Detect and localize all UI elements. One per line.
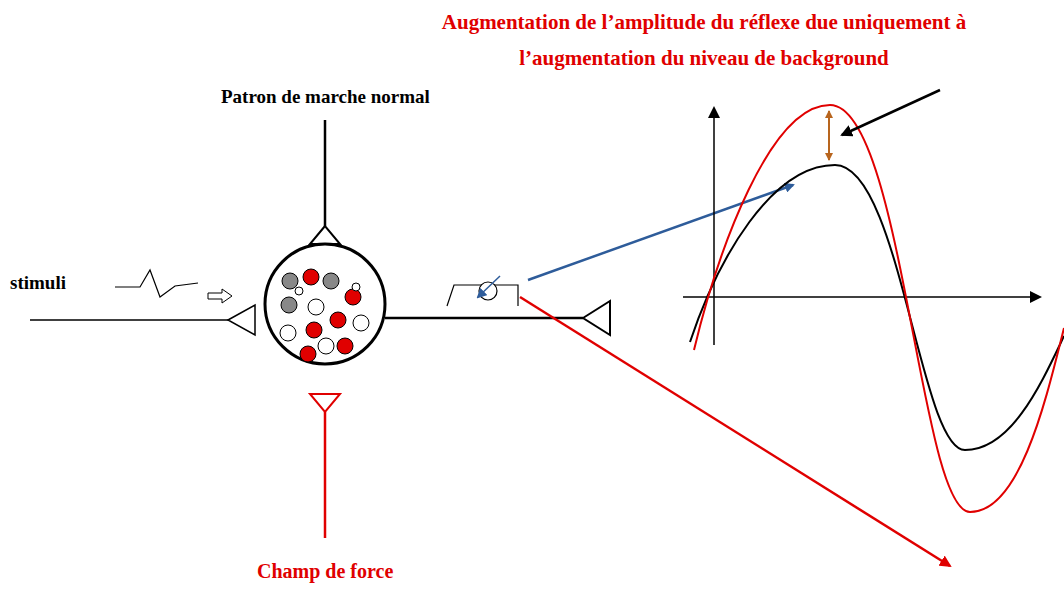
input-label: Champ de force [257, 560, 393, 583]
annotation-title: Augmentation de l’amplitude du réflexe d… [404, 4, 1004, 76]
stimulus-label: stimuli [10, 272, 66, 294]
input-label: Patron de marche normal [221, 86, 430, 108]
